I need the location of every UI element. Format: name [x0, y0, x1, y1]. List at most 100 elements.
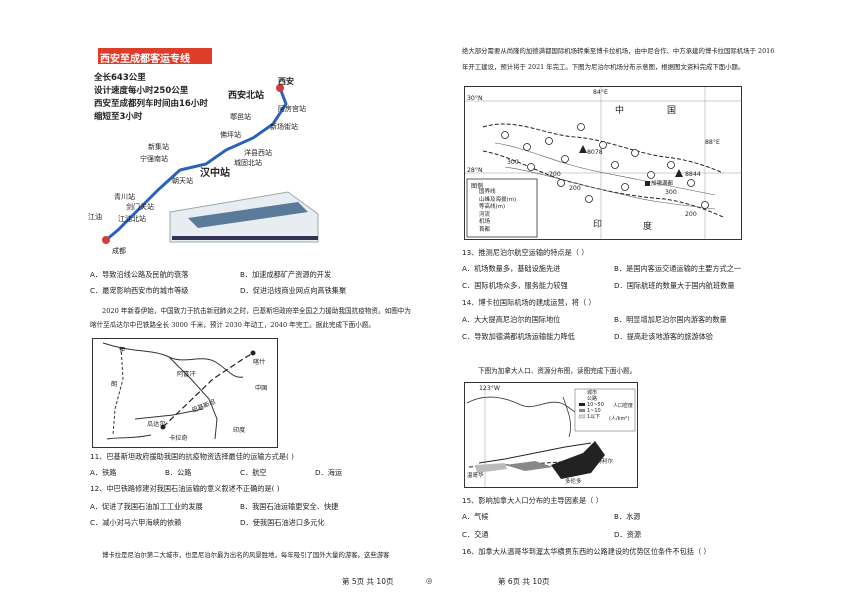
nepal-lat28: 28°N	[467, 167, 483, 174]
nepal-contour-2: 200	[549, 171, 561, 178]
station-qingchuan: 青川站	[114, 193, 135, 201]
station-jiangyoubei: 江油北站	[118, 215, 146, 223]
nepal-china-1: 中	[615, 106, 625, 116]
passage-2-line2: 喀什至瓜达尔中巴铁路全长 3000 千米，预计 2030 年动工，2040 年完…	[90, 321, 376, 329]
canada-legend-density-high: 10~50	[587, 402, 604, 408]
canada-city-montreal: 蒙特利尔	[591, 459, 614, 465]
passage-2-line1: 2020 年新春伊始，中国致力于抗击新冠肺炎之时，巴基斯坦政府举全国之力援助我国…	[102, 307, 411, 315]
rail-spec-time2: 缩短至3小时	[94, 112, 143, 122]
map2-label-afghanistan: 阿富汗	[177, 371, 196, 378]
station-xinchangjie: 新场街站	[270, 123, 298, 131]
q13-option-a: A．机场数量多，基础设施先进	[462, 264, 561, 273]
canada-legend-density-unit: (人/km²)	[609, 416, 630, 422]
station-xian: 西安	[278, 77, 294, 86]
nepal-china-2: 国	[667, 106, 677, 116]
q12-option-a: A．促进了我国石油加工工业的发展	[90, 502, 203, 511]
nepal-legend-border: 国界线	[479, 189, 496, 195]
footer-right-page-number: 第 6页 共 10页	[498, 577, 550, 586]
canada-legend-city: 城市	[587, 390, 598, 396]
nepal-contour-5: 200	[685, 211, 697, 218]
station-yangxianxi: 洋县西站	[244, 149, 272, 157]
rail-spec-speed: 设计速度每小时250公里	[94, 86, 189, 96]
nepal-legend-airport: 机场	[479, 219, 491, 226]
nepal-map-graphic	[465, 87, 741, 239]
station-ningqiangnan: 宁强南站	[140, 155, 168, 163]
nepal-contour-3: 200	[569, 185, 581, 192]
nepal-peak-8844: 8844	[685, 171, 701, 178]
nepal-lon88: 88°E	[705, 139, 720, 146]
q15-option-d: D．资源	[614, 530, 642, 539]
station-jianmenguan: 剑门关站	[126, 203, 154, 211]
q16-stem: 16、加拿大从温哥华到渥太华横贯东西的公路建设的优势区位条件不包括（ ）	[462, 547, 711, 556]
station-huyi: 鄠邑站	[230, 113, 251, 121]
q11-option-a: A．铁路	[90, 468, 117, 477]
q10-option-c: C．最宠影响西安市的城市等级	[90, 286, 189, 295]
station-hanzhong: 汉中站	[200, 168, 230, 179]
rail-map-graphic	[88, 42, 320, 262]
map2-label-yi: 伊	[119, 347, 126, 354]
q12-option-b: B．我国石油运输更安全、快捷	[240, 502, 339, 511]
q15-stem: 15、影响加拿大人口分布的主导因素是（ ）	[462, 496, 603, 505]
q12-option-c: C．减小对马六甲海峡的依赖	[90, 518, 182, 527]
q11-option-d: D．海运	[315, 468, 343, 477]
china-pakistan-map-graphic	[102, 342, 256, 440]
map2-label-gwadar: 瓜达尔	[147, 421, 166, 428]
canada-city-toronto: 多伦多	[565, 479, 582, 485]
q13-option-d: D．国际航班的数量大于国内航班数量	[614, 281, 735, 290]
nepal-india-2: 度	[643, 222, 653, 232]
rail-map-title: 西安至成都客运专线	[100, 54, 190, 65]
station-jiangyou: 江油	[88, 213, 102, 221]
q15-option-a: A．气候	[462, 512, 489, 521]
nepal-india-1: 印	[593, 220, 603, 230]
nepal-map: 30°N 84°E 中 国 28°N 88°E 印 度 8078 8844 30…	[464, 86, 742, 240]
q12-stem: 12、中巴铁路修建对我国石油运输的意义叙述不正确的是( )	[90, 484, 280, 493]
map2-label-china: 中国	[255, 385, 268, 392]
q10-option-d: D．促进沿线商业网点向高铁集聚	[240, 286, 347, 295]
right-intro-line1: 绝大部分需要从尚隆的加德满都国际机场转乘至博卡拉机场，由中尼合作、中方承建的博卡…	[462, 47, 775, 55]
right-intro-line2: 年开工建设，预计将于 2021 年完工。下图为尼泊尔机场分布示意图，根据图文资料…	[462, 63, 745, 71]
station-xianbei: 西安北站	[228, 91, 265, 101]
canada-legend-road: 公路	[587, 396, 598, 402]
nepal-lat30: 30°N	[467, 95, 483, 102]
q14-stem: 14、博卡拉国际机场的建成运营，将（ ）	[462, 298, 596, 307]
station-foping: 佛坪站	[220, 131, 241, 139]
station-chenggubei: 城固北站	[234, 159, 262, 167]
canada-map-graphic	[466, 387, 636, 487]
nepal-peak-8078: 8078	[587, 149, 603, 156]
q13-option-c: C．国际机场众多，服务能力较强	[462, 281, 568, 290]
q14-option-a: A．大大提高尼泊尔的国际地位	[462, 315, 561, 324]
q14-option-d: D．提高赴该地游客的旅游体验	[614, 332, 713, 341]
canada-lon: 123°W	[479, 385, 501, 392]
nepal-capital-label: 加德满都	[651, 181, 674, 187]
nepal-contour-1: 300	[507, 159, 519, 166]
footer-center-mark: ◎	[426, 576, 433, 585]
q11-option-c: C．航空	[240, 468, 267, 477]
map2-label-lang: 朗	[111, 381, 118, 388]
station-chengdu: 成都	[112, 247, 126, 255]
map2-label-kashgar: 喀什	[253, 359, 266, 366]
station-chaotian: 朝天站	[172, 177, 193, 185]
q11-stem: 11、巴基斯坦政府援助我国的抗疫物资选择最佳的运输方式是( )	[90, 452, 294, 461]
rail-map: 西安至成都客运专线 全长643公里 设计速度每小时250公里 西安至成都列车时间…	[88, 42, 320, 262]
q10-option-b: B．加速成都矿产资源的开发	[240, 270, 332, 279]
footer-left-page-number: 第 5页 共 10页	[342, 577, 394, 586]
rail-spec-time: 西安至成都列车时间由16小时	[94, 99, 208, 109]
canada-legend-density-mid: 1~10	[587, 408, 601, 414]
nepal-lon84: 84°E	[593, 89, 608, 96]
canada-city-vancouver: 温哥华	[467, 473, 484, 479]
canada-legend-density-low: 1以下	[587, 414, 601, 420]
station-xinji: 新集站	[148, 143, 169, 151]
nepal-legend-capital: 首都	[479, 226, 491, 233]
q14-option-b: B．明显增加尼泊尔国内游客的数量	[614, 315, 727, 324]
china-pakistan-map: 伊 朗 阿富汗 喀什 中国 巴基斯坦 瓜达尔 卡拉奇 印度	[92, 338, 278, 448]
nepal-legend-title: 图例	[471, 183, 484, 190]
nepal-legend-river: 河流	[479, 211, 491, 218]
nepal-legend-peak: 山峰及海拔(m)	[479, 196, 517, 203]
map2-label-karachi: 卡拉奇	[169, 435, 188, 442]
q15-option-c: C．交通	[462, 530, 489, 539]
canada-legend-density-title: 人口密度	[613, 403, 634, 409]
passage-4: 下图为加拿大人口、资源分布图，读图完成下面小题。	[478, 367, 637, 375]
q13-stem: 13、推测尼泊尔航空运输的特点是（ ）	[462, 248, 589, 257]
q15-option-b: B．水源	[614, 512, 641, 521]
q13-option-b: B．是国内客运交通运输的主要方式之一	[614, 264, 742, 273]
